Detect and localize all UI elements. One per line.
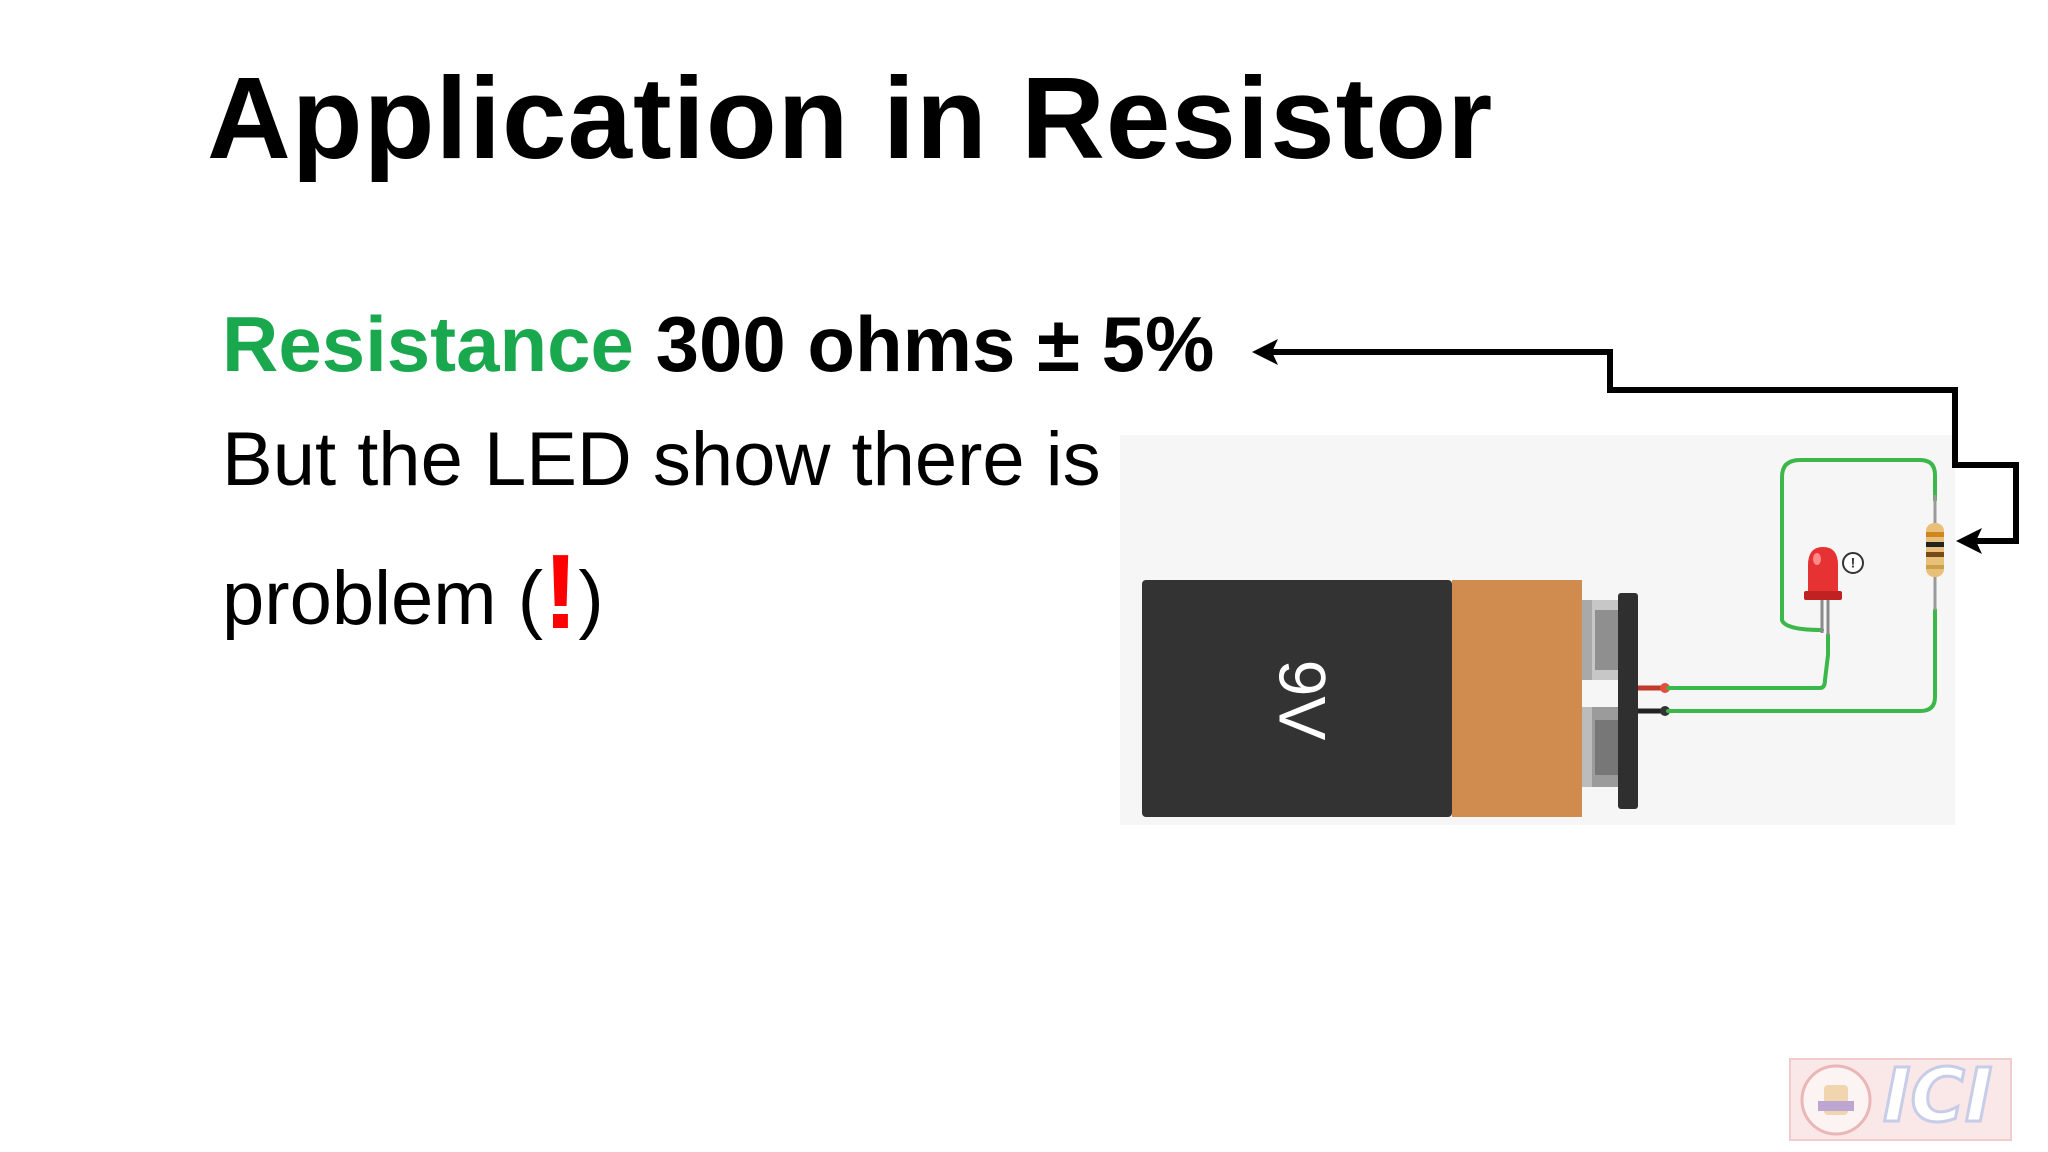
- resistor: [1926, 495, 1944, 610]
- ici-logo: ICI: [1788, 1057, 2013, 1142]
- problem-line: problem (!): [222, 530, 604, 651]
- warning-symbol: !: [1851, 555, 1856, 571]
- arrow-head-left: [1252, 339, 1278, 365]
- logo-text: ICI: [1881, 1053, 1993, 1139]
- battery-label: 9V: [1266, 660, 1340, 741]
- circuit-wires: [1666, 458, 1937, 713]
- resistance-label: Resistance: [222, 300, 634, 388]
- logo-emblem-icon: [1789, 1058, 2012, 1141]
- resistance-line: Resistance 300 ohms ± 5%: [222, 300, 1215, 388]
- problem-prefix: problem (: [222, 556, 543, 641]
- battery-leads: [1638, 683, 1670, 716]
- resistance-value: 300 ohms ± 5%: [655, 300, 1215, 388]
- problem-suffix: ): [578, 556, 604, 641]
- circuit-svg: 9V !: [1142, 458, 1944, 817]
- circuit-diagram: 9V !: [1120, 435, 1955, 825]
- exclamation-icon: !: [543, 533, 579, 651]
- led-red: [1804, 547, 1842, 635]
- warning-icon: !: [1842, 552, 1864, 574]
- slide-title: Application in Resistor: [207, 53, 1494, 183]
- led-problem-text: But the LED show there is a: [222, 417, 1165, 502]
- battery-9v: 9V: [1142, 580, 1638, 817]
- arrow-head-resistor: [1956, 528, 1982, 554]
